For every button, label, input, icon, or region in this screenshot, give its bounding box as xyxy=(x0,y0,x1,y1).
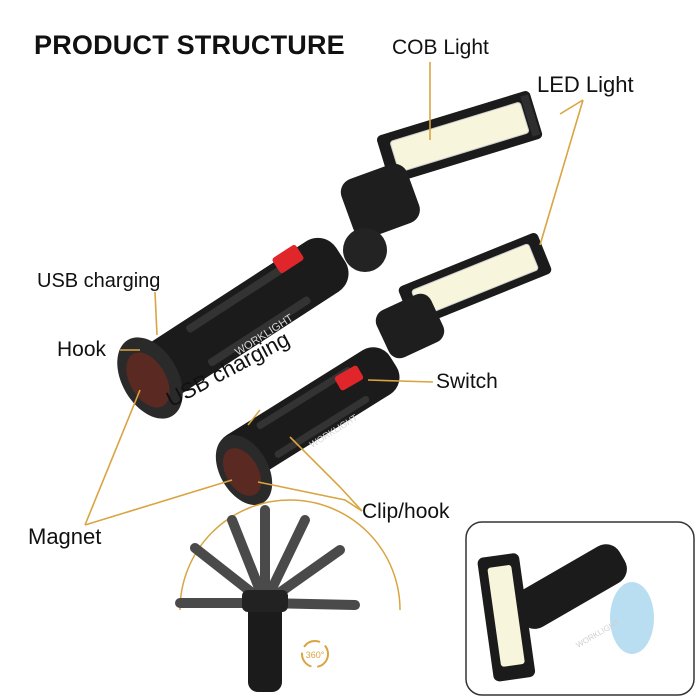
led-light-label: LED Light xyxy=(537,72,634,97)
upper-worklight xyxy=(117,91,543,419)
rotation-diagram: 360° xyxy=(175,499,401,692)
magnet-label: Magnet xyxy=(28,524,102,549)
usb-charging-label-top: USB charging xyxy=(37,270,161,292)
upper-cob-panel xyxy=(390,102,530,173)
cob-light-label: COB Light xyxy=(392,36,489,59)
page-title: PRODUCT STRUCTURE xyxy=(34,30,345,60)
lower-switch xyxy=(334,365,364,391)
upper-led-tip xyxy=(520,94,541,137)
lower-worklight xyxy=(215,233,552,506)
clip-hook-label: Clip/hook xyxy=(362,500,450,523)
rotation-360-badge xyxy=(301,640,329,668)
rotation-360-text: 360° xyxy=(306,650,325,660)
leader-lines xyxy=(84,62,584,526)
hook-label: Hook xyxy=(57,338,107,361)
switch-label: Switch xyxy=(436,370,498,393)
lower-hinge xyxy=(375,293,445,359)
upper-switch xyxy=(272,244,304,274)
magnet-glow xyxy=(610,582,654,654)
upper-hinge xyxy=(340,163,420,239)
inset-cob-panel xyxy=(487,565,525,667)
inset-body xyxy=(513,544,627,629)
inset-photo: WORKLIGHT xyxy=(465,521,695,696)
rotation-body xyxy=(248,598,282,692)
upper-pivot xyxy=(343,228,387,272)
upper-body xyxy=(139,237,349,397)
